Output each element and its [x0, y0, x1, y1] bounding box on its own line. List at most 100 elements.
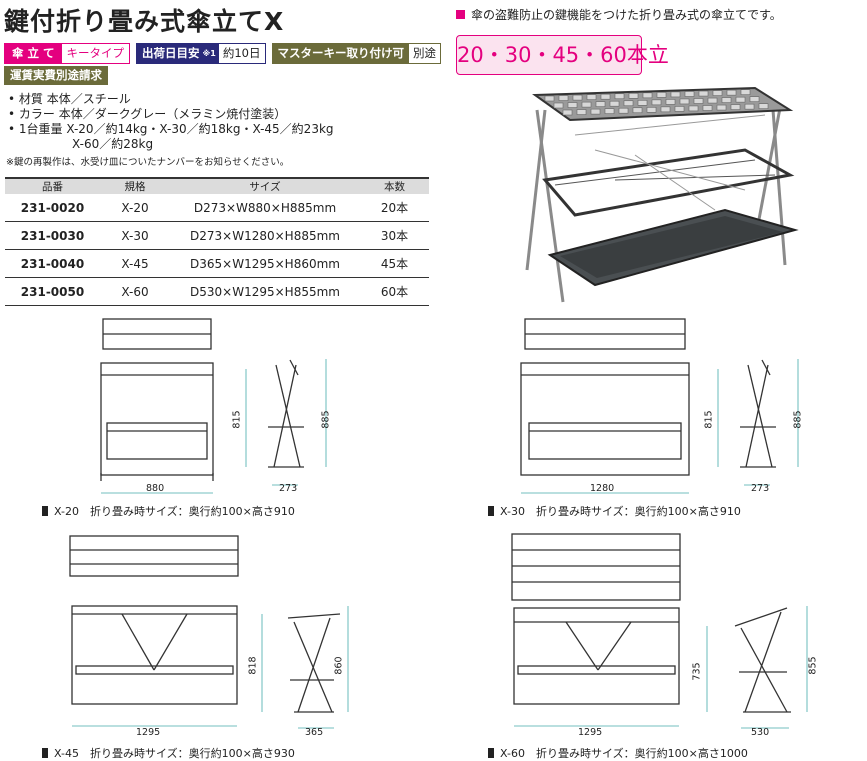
- x60-caption: X-60 折り畳み時サイズ：奥行約100×高さ1000: [488, 745, 748, 761]
- rack-hole: [740, 89, 751, 95]
- ship-label: 出荷日目安: [137, 44, 203, 63]
- x30-inner-height-dim: 815: [703, 410, 715, 429]
- rack-hole: [586, 94, 597, 100]
- cell-spec: X-45: [100, 249, 170, 278]
- table-header-row: 品番 規格 サイズ 本数: [5, 177, 429, 194]
- type-value: キータイプ: [66, 46, 125, 60]
- x20-width-dim: 880: [146, 483, 165, 494]
- x60-inner-height-dim: 735: [691, 662, 703, 681]
- master-key-value: 別途: [413, 46, 436, 60]
- type-label: 傘 立 て: [5, 44, 62, 63]
- col-header: 規格: [100, 177, 170, 194]
- cell-spec: X-30: [100, 221, 170, 250]
- rack-hole: [735, 96, 746, 103]
- x20-side-view: [245, 359, 327, 486]
- cell-size: D273×W1280×H885mm: [170, 221, 360, 250]
- rack-hole: [553, 102, 564, 109]
- master-key-label: マスターキー取り付け可: [272, 44, 409, 63]
- x45-side-view: [261, 606, 349, 729]
- x60-width-dim: 1295: [578, 727, 603, 738]
- ship-tag: 出荷日目安 ※1 約10日: [136, 43, 266, 64]
- rack-hole: [600, 93, 611, 100]
- caption-marker-icon: [42, 748, 48, 758]
- x45-caption-text: X-45 折り畳み時サイズ：奥行約100×高さ930: [54, 747, 295, 760]
- x30-width-dim: 1280: [590, 483, 615, 494]
- rack-hole: [632, 107, 643, 114]
- x30-caption-text: X-30 折り畳み時サイズ：奥行約100×高さ910: [500, 505, 741, 518]
- rack-hole: [609, 100, 620, 107]
- bullet-square-icon: [456, 10, 465, 19]
- x45-front-view: [69, 535, 239, 727]
- promo-heading: 傘の盗難防止の鍵機能をつけた折り畳み式の傘立てです。: [456, 6, 782, 23]
- table-row: 231-0030 X-30 D273×W1280×H885mm 30本: [5, 221, 429, 250]
- rack-hole: [544, 95, 555, 102]
- x20-inner-height-dim: 815: [231, 410, 243, 429]
- x60-depth-dim: 530: [751, 727, 770, 738]
- cell-spec: X-20: [100, 194, 170, 222]
- spec-weight: • 1台重量 X-20／約14kg・X-30／約18kg・X-45／約23kg: [8, 122, 334, 136]
- spec-material: • 材質 本体／スチール: [8, 92, 131, 106]
- x60-outer-height-dim: 855: [807, 656, 819, 675]
- spec-color: • カラー 本体／ダークグレー（メラミン焼付塗装）: [8, 107, 287, 121]
- x20-depth-dim: 273: [279, 483, 298, 494]
- rack-hole: [688, 105, 699, 112]
- rack-hole: [618, 107, 629, 114]
- rack-hole: [721, 97, 732, 103]
- shipping-cost-tag: 運賃実費別途請求: [4, 66, 108, 85]
- rack-hole: [614, 93, 625, 100]
- x30-depth-dim: 273: [751, 483, 770, 494]
- product-photo: [525, 86, 799, 303]
- rack-hole: [558, 95, 569, 101]
- ship-note: ※1: [202, 44, 219, 63]
- x30-side-view: [717, 359, 799, 486]
- ship-value: 約10日: [222, 46, 261, 60]
- rack-hole: [623, 100, 634, 107]
- rack-hole: [679, 98, 690, 105]
- caption-marker-icon: [488, 506, 494, 516]
- x45-caption: X-45 折り畳み時サイズ：奥行約100×高さ930: [42, 745, 295, 761]
- rack-hole: [651, 99, 662, 106]
- x20-caption-text: X-20 折り畳み時サイズ：奥行約100×高さ910: [54, 505, 295, 518]
- x30-outer-height-dim: 885: [792, 410, 804, 429]
- x20-outer-height-dim: 885: [320, 410, 332, 429]
- rack-hole: [707, 97, 718, 104]
- rack-hole: [637, 99, 648, 106]
- rack-hole: [744, 103, 755, 110]
- rack-hole: [572, 94, 583, 101]
- x45-depth-dim: 365: [305, 727, 324, 738]
- table-row: 231-0040 X-45 D365×W1295×H860mm 45本: [5, 249, 429, 278]
- page-title: 鍵付折り畳み式傘立てX: [4, 7, 285, 36]
- promo-heading-text: 傘の盗難防止の鍵機能をつけた折り畳み式の傘立てです。: [471, 8, 782, 22]
- x45-inner-height-dim: 818: [247, 656, 259, 675]
- cell-count: 60本: [360, 277, 429, 306]
- caption-marker-icon: [42, 506, 48, 516]
- rack-hole: [595, 101, 606, 107]
- rack-hole: [749, 96, 760, 103]
- rack-hole: [758, 103, 769, 110]
- type-tag: 傘 立 て キータイプ: [4, 43, 131, 64]
- x45-width-dim: 1295: [136, 727, 161, 738]
- rack-hole: [730, 104, 741, 110]
- x45-outer-height-dim: 860: [333, 656, 345, 675]
- caption-marker-icon: [488, 748, 494, 758]
- col-header: 品番: [5, 177, 100, 194]
- rack-hole: [712, 90, 723, 96]
- cell-size: D273×W880×H885mm: [170, 194, 360, 222]
- rack-hole: [670, 91, 681, 98]
- spec-note: ※鍵の再製作は、水受け皿についたナンバーをお知らせください。: [6, 157, 290, 168]
- cell-count: 30本: [360, 221, 429, 250]
- rack-hole: [684, 91, 695, 97]
- x30-front-view: [520, 318, 690, 494]
- cell-code: 231-0040: [5, 249, 100, 278]
- cell-code: 231-0050: [5, 277, 100, 306]
- x20-caption: X-20 折り畳み時サイズ：奥行約100×高さ910: [42, 503, 295, 519]
- x60-side-view: [706, 606, 808, 729]
- tag-row: 傘 立 て キータイプ 出荷日目安 ※1 約10日 マスターキー取り付け可 別途: [4, 43, 441, 64]
- x20-front-view: [100, 318, 214, 494]
- rack-hole: [567, 102, 578, 108]
- rack-hole: [726, 89, 737, 96]
- rack-hole: [656, 92, 667, 98]
- col-header: サイズ: [170, 177, 360, 194]
- cell-code: 231-0030: [5, 221, 100, 250]
- cell-spec: X-60: [100, 277, 170, 306]
